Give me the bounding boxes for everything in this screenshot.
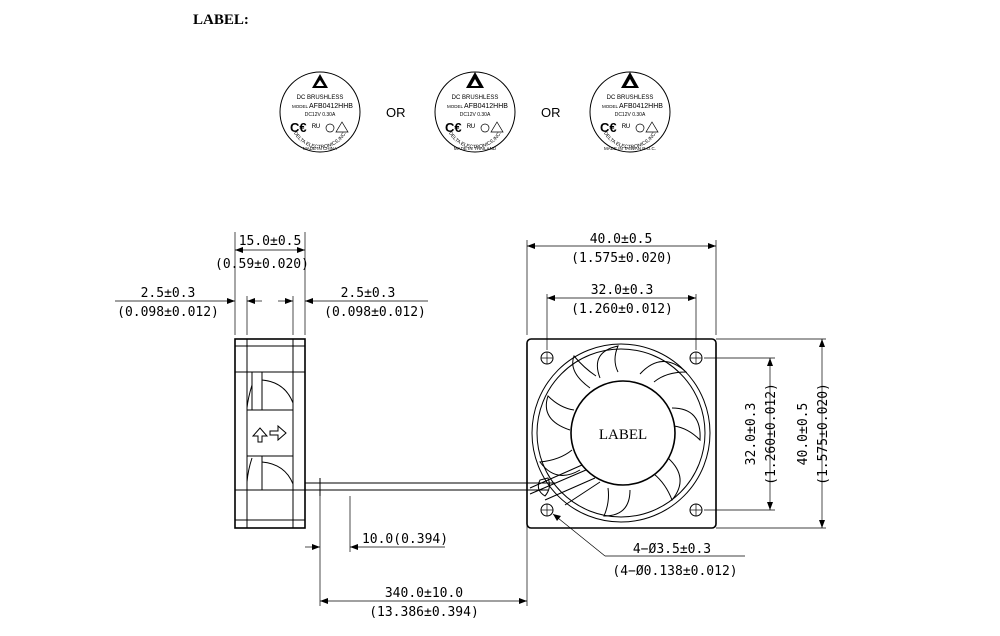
dim-frame-width-in: (1.575±0.020) <box>571 251 673 266</box>
side-view-dimensions: 15.0±0.5 (0.59±0.020) 2.5±0.3 (0.098±0.0… <box>115 232 528 620</box>
dim-side-right-flange-mm: 2.5±0.3 <box>341 286 396 301</box>
label-model-prefix: MODEL <box>292 104 309 109</box>
label-section-title: LABEL: <box>193 12 249 28</box>
fan-front-view: LABEL <box>526 338 717 529</box>
label-model: AFB0412HHB <box>619 103 663 110</box>
ce-mark-icon: C€ <box>290 120 307 135</box>
tuv-mark-icon <box>645 121 659 133</box>
label-variant-1: DC BRUSHLESS MODEL AFB0412HHB DC12V 0.30… <box>279 71 361 153</box>
ul-mark-icon: ᴿᵁ <box>467 122 475 132</box>
front-view-frame <box>526 338 717 529</box>
fan-blades <box>539 345 701 517</box>
front-view-dimensions: 40.0±0.5 (1.575±0.020) 32.0±0.3 (1.260±0… <box>526 232 831 579</box>
ce-mark-icon: C€ <box>600 120 617 135</box>
mounting-holes <box>540 351 703 517</box>
label-origin: MADE IN THAILAND <box>454 146 497 151</box>
tuv-mark-icon <box>335 121 349 133</box>
label-model-prefix: MODEL <box>447 104 464 109</box>
rotation-arrow-icon <box>269 424 287 442</box>
label-product-type: DC BRUSHLESS <box>297 95 344 101</box>
dim-lead-strip: 10.0(0.394) <box>362 532 448 547</box>
dim-vert-hole-spacing-in: (1.260±0.012) <box>764 383 779 485</box>
hub-label: LABEL <box>599 427 647 443</box>
dim-vert-frame-mm: 40.0±0.5 <box>796 403 811 466</box>
label-rating: DC12V 0.30A <box>615 112 646 118</box>
ul-mark-icon: ᴿᵁ <box>312 122 320 132</box>
label-variants: DC BRUSHLESS MODEL AFB0412HHB DC12V 0.30… <box>279 71 671 153</box>
dim-lead-length-in: (13.386±0.394) <box>369 605 479 620</box>
dim-holes-in: (4−Ø0.138±0.012) <box>612 564 737 579</box>
airflow-arrow-icon <box>251 427 269 443</box>
fan-venturi-circle <box>531 343 711 523</box>
csa-mark-icon <box>480 123 490 133</box>
dim-vert-frame-in: (1.575±0.020) <box>816 383 831 485</box>
dim-hole-spacing-in: (1.260±0.012) <box>571 302 673 317</box>
label-product-type: DC BRUSHLESS <box>607 95 654 101</box>
fan-side-view <box>234 338 555 529</box>
label-model: AFB0412HHB <box>464 103 508 110</box>
dim-holes-mm: 4−Ø3.5±0.3 <box>633 542 711 557</box>
dim-side-left-flange-in: (0.098±0.012) <box>117 305 219 320</box>
label-rating: DC12V 0.30A <box>460 112 491 118</box>
label-product-type: DC BRUSHLESS <box>452 95 499 101</box>
label-model-prefix: MODEL <box>602 104 619 109</box>
label-model: AFB0412HHB <box>309 103 353 110</box>
separator-or-1: OR <box>386 105 406 120</box>
label-variant-2: DC BRUSHLESS MODEL AFB0412HHB DC12V 0.30… <box>434 71 516 153</box>
fan-hub <box>570 380 676 486</box>
tuv-mark-icon <box>490 121 504 133</box>
label-rating: DC12V 0.30A <box>305 112 336 118</box>
dim-side-right-flange-in: (0.098±0.012) <box>324 305 426 320</box>
label-variant-3: DC BRUSHLESS MODEL AFB0412HHB DC12V 0.30… <box>589 71 671 153</box>
csa-mark-icon <box>325 123 335 133</box>
label-origin: MADE IN CHINA <box>303 146 337 151</box>
dim-side-left-flange-mm: 2.5±0.3 <box>141 286 196 301</box>
dim-side-width-mm: 15.0±0.5 <box>239 234 302 249</box>
dim-frame-width-mm: 40.0±0.5 <box>590 232 653 247</box>
separator-or-2: OR <box>541 105 561 120</box>
dim-lead-length-mm: 340.0±10.0 <box>385 586 463 601</box>
csa-mark-icon <box>635 123 645 133</box>
dim-side-width-in: (0.59±0.020) <box>215 257 309 272</box>
ul-mark-icon: ᴿᵁ <box>622 122 630 132</box>
side-view-body <box>234 338 306 529</box>
ce-mark-icon: C€ <box>445 120 462 135</box>
label-origin: MADE IN TAIWAN R.O.C. <box>604 146 656 151</box>
dim-vert-hole-spacing-mm: 32.0±0.3 <box>744 403 759 466</box>
dim-hole-spacing-mm: 32.0±0.3 <box>591 283 654 298</box>
